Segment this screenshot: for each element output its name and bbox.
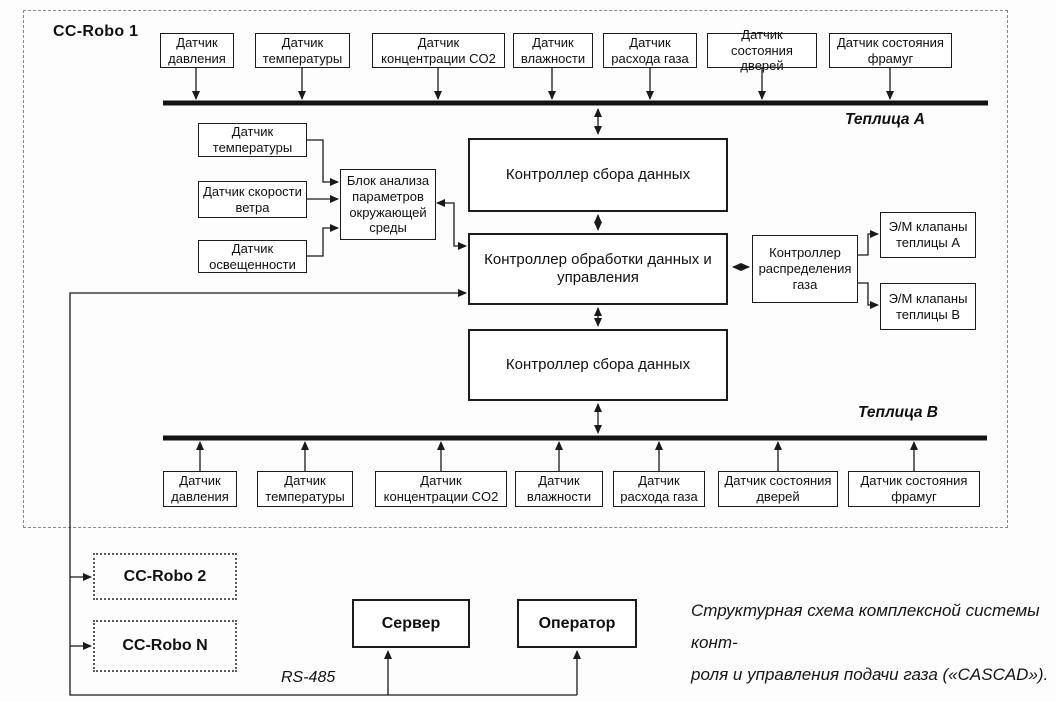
greenhouse-a-label: Теплица А [845, 111, 926, 128]
valves-a: Э/М клапаны теплицы А [880, 212, 976, 258]
caption-line-2: роля и управления подачи газа («CASCAD»)… [691, 665, 1049, 684]
sensor-bottom-co2: Датчик концентрации CO2 [375, 471, 507, 507]
sensor-env-temperature: Датчик температуры [198, 123, 307, 157]
valves-b: Э/М клапаны теплицы В [880, 283, 976, 330]
greenhouse-b-label: Теплица В [858, 404, 939, 421]
sensor-bottom-vents: Датчик состояния фрамуг [848, 471, 980, 507]
unit-ccroboN: CC-Robo N [93, 620, 237, 672]
sensor-bottom-humidity: Датчик влажности [515, 471, 603, 507]
connector-env-temp [307, 139, 339, 186]
signal-connectors [69, 67, 918, 696]
daq-controller-a: Контроллер сбора данных [468, 138, 728, 212]
ccrobo1-enclosure [23, 10, 1008, 528]
sensor-top-doors: Датчик состояния дверей [707, 27, 817, 73]
caption-line-1: Структурная схема комплексной системы ко… [691, 601, 1040, 652]
connector-gas-valvesB [858, 282, 879, 309]
sensor-top-gas-flow: Датчик расхода газа [603, 33, 697, 68]
sensor-bottom-temperature: Датчик температуры [257, 471, 353, 507]
server-node: Сервер [352, 599, 470, 648]
unit-label: CC-Robo 1 [53, 23, 139, 40]
sensor-top-pressure: Датчик давления [160, 33, 234, 68]
sensor-top-vents: Датчик состояния фрамуг [829, 33, 952, 68]
rs485-label: RS-485 [281, 669, 336, 686]
rs485-trunk [69, 289, 577, 696]
connector-gas-valvesA [858, 230, 879, 256]
sensor-env-light: Датчик освещенности [198, 240, 307, 273]
sensor-bottom-gas-flow: Датчик расхода газа [613, 471, 705, 507]
sensor-env-wind: Датчик скорости ветра [198, 181, 307, 218]
sensor-bottom-pressure: Датчик давления [163, 471, 237, 507]
greenhouse-bus-lines [163, 100, 988, 441]
link-analysis-main [436, 199, 467, 250]
figure-caption: Структурная схема комплексной системы ко… [691, 595, 1053, 691]
unit-ccrobo2: CC-Robo 2 [93, 553, 237, 600]
analysis-block: Блок анализа параметров окружающей среды [340, 169, 436, 240]
sensor-bottom-doors: Датчик состояния дверей [718, 471, 838, 507]
daq-controller-b: Контроллер сбора данных [468, 329, 728, 401]
sensor-top-co2: Датчик концентрации CO2 [372, 33, 505, 68]
sensor-top-humidity: Датчик влажности [513, 33, 593, 68]
connector-env-light [307, 224, 339, 257]
gas-controller: Контроллер распределения газа [752, 235, 858, 303]
sensor-top-temperature: Датчик температуры [255, 33, 350, 68]
operator-node: Оператор [517, 599, 637, 648]
main-controller: Контроллер обработки данных и управления [468, 233, 728, 305]
